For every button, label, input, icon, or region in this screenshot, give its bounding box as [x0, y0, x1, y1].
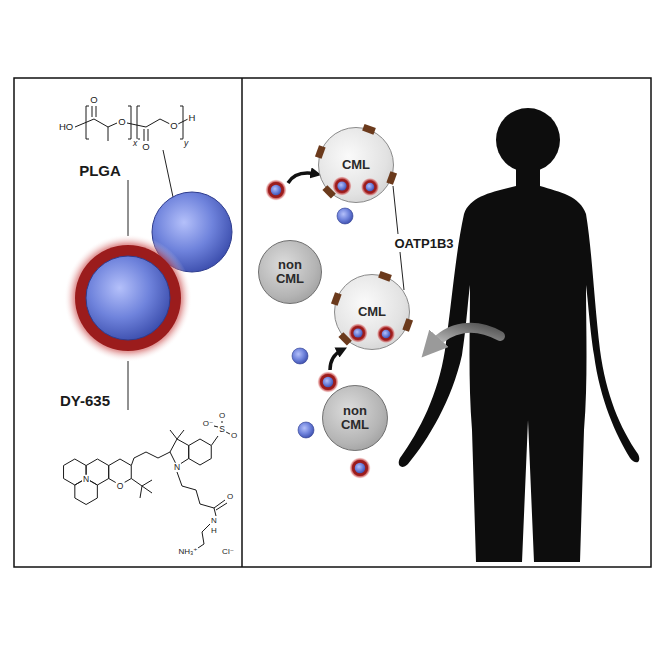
component-label: PLGA: [78, 163, 122, 178]
atom-label: H: [210, 527, 218, 535]
leader-line: [393, 186, 398, 234]
atom-label: O: [89, 95, 98, 105]
atom-label: O: [141, 142, 150, 152]
atom-label: y: [183, 139, 189, 148]
atom-label: NH₃⁺: [177, 548, 198, 556]
oatp1b3-receptor: [315, 145, 326, 159]
oatp1b3-receptor: [331, 292, 342, 306]
uptake-arrow: [330, 350, 342, 370]
plga-particle: [292, 348, 308, 364]
cml-cell: CML: [334, 274, 410, 350]
component-label: DY-635: [59, 393, 111, 408]
atom-label: O: [116, 482, 125, 491]
dye-particle: [349, 457, 371, 479]
atom-label: O: [169, 121, 178, 131]
non-cml-cell: non CML: [258, 240, 322, 304]
ring-bond: [189, 439, 212, 465]
atom-label: N: [82, 475, 90, 484]
atom-label: N: [173, 463, 181, 472]
oatp1b3-receptor: [362, 124, 376, 135]
atom-label: HO: [58, 122, 74, 132]
cell-label: non CML: [267, 258, 313, 287]
oatp1b3-receptor: [378, 271, 392, 282]
non-cml-cell: non CML: [322, 385, 388, 451]
oatp1b3-receptor: [386, 171, 397, 185]
dye-particle: [377, 325, 396, 344]
oatp1b3-receptor: [322, 185, 335, 198]
human-silhouette: [399, 108, 640, 562]
oatp1b3-receptor: [402, 318, 413, 332]
atom-label: O: [230, 432, 238, 440]
dye-particle: [348, 323, 368, 343]
atom-label: H: [188, 113, 197, 123]
plga-structure: [75, 106, 188, 141]
leader-line: [128, 180, 129, 236]
uptake-arrow: [288, 173, 316, 183]
cell-label: CML: [342, 158, 370, 172]
frame: [14, 78, 651, 567]
atom-label: x: [132, 139, 138, 148]
plga-particle: [337, 208, 353, 224]
plga-particle: [298, 422, 314, 438]
leader-line: [163, 150, 173, 197]
atom-label: O: [226, 493, 234, 501]
release-arrow: [432, 328, 500, 346]
atom-label: N: [210, 517, 218, 525]
atom-label: O: [117, 117, 126, 127]
atom-label: S: [218, 425, 226, 434]
cml-cell: CML: [318, 127, 394, 203]
atom-label: Cl⁻: [221, 548, 235, 556]
cell-label: non CML: [331, 404, 379, 433]
oatp1b3-receptor: [338, 332, 351, 345]
atom-label: O⁻: [202, 420, 214, 428]
dye-particle: [265, 179, 287, 201]
divider: [241, 78, 243, 567]
dye-structure: [64, 421, 230, 548]
dye-particle: [332, 176, 352, 196]
leader-line: [400, 252, 404, 290]
leader-line: [128, 361, 129, 410]
atom-label: O: [218, 412, 226, 420]
dye-shell: [75, 245, 181, 351]
dye-glow: [64, 234, 192, 362]
plga-core: [86, 256, 170, 340]
receptor-label: OATP1B3: [394, 237, 455, 250]
dye-particle: [361, 178, 380, 197]
cell-label: CML: [358, 305, 386, 319]
